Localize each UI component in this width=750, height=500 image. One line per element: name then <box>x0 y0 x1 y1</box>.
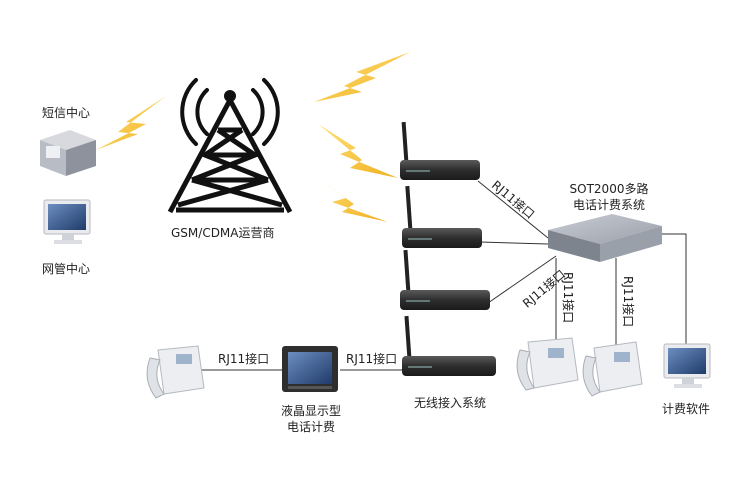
tower-icon <box>167 78 293 214</box>
wireless-router-icon <box>402 315 496 376</box>
line-router1-billing <box>477 180 549 239</box>
lcd-billing-device-icon <box>282 346 338 392</box>
rj11-label-phone2: RJ11接口 <box>621 276 635 328</box>
billing-system-box-icon <box>548 214 662 262</box>
line-router2-billing <box>479 241 549 245</box>
rj11-label-phone1: RJ11接口 <box>561 272 575 324</box>
billing-system-label-line2: 电话计费系统 <box>572 198 645 212</box>
lightning-icon <box>314 52 410 102</box>
sms-center-label: 短信中心 <box>42 106 91 120</box>
connection-lines <box>200 180 687 371</box>
wireless-router-icon <box>400 121 480 180</box>
rj11-label-lcd-router: RJ11接口 <box>346 352 398 366</box>
nms-center-label: 网管中心 <box>42 262 91 276</box>
lcd-billing-label-line2: 电话计费 <box>286 420 335 434</box>
billing-software-label: 计费软件 <box>662 402 711 416</box>
desk-phone-icon <box>516 337 579 391</box>
sms-center-icon <box>40 130 96 176</box>
billing-system-label-line1: SOT2000多路 <box>569 182 649 196</box>
rj11-label-phone-lcd: RJ11接口 <box>218 352 270 366</box>
lightning-icon <box>96 96 166 150</box>
lightning-icon <box>310 172 388 222</box>
desk-phone-icon <box>582 341 643 397</box>
nms-monitor-icon <box>43 199 91 244</box>
billing-software-monitor-icon <box>663 343 711 388</box>
wireless-router-icon <box>400 249 490 310</box>
desk-phone-icon <box>146 345 205 399</box>
line-router3-billing <box>487 255 557 304</box>
wireless-system-label: 无线接入系统 <box>414 396 487 410</box>
operator-label: GSM/CDMA运营商 <box>171 226 275 240</box>
lightning-bolts <box>96 52 410 222</box>
wireless-router-icon <box>402 185 482 248</box>
lcd-billing-label-line1: 液晶显示型 <box>280 404 341 418</box>
line-billing-software <box>660 233 687 346</box>
lightning-icon <box>318 124 398 178</box>
